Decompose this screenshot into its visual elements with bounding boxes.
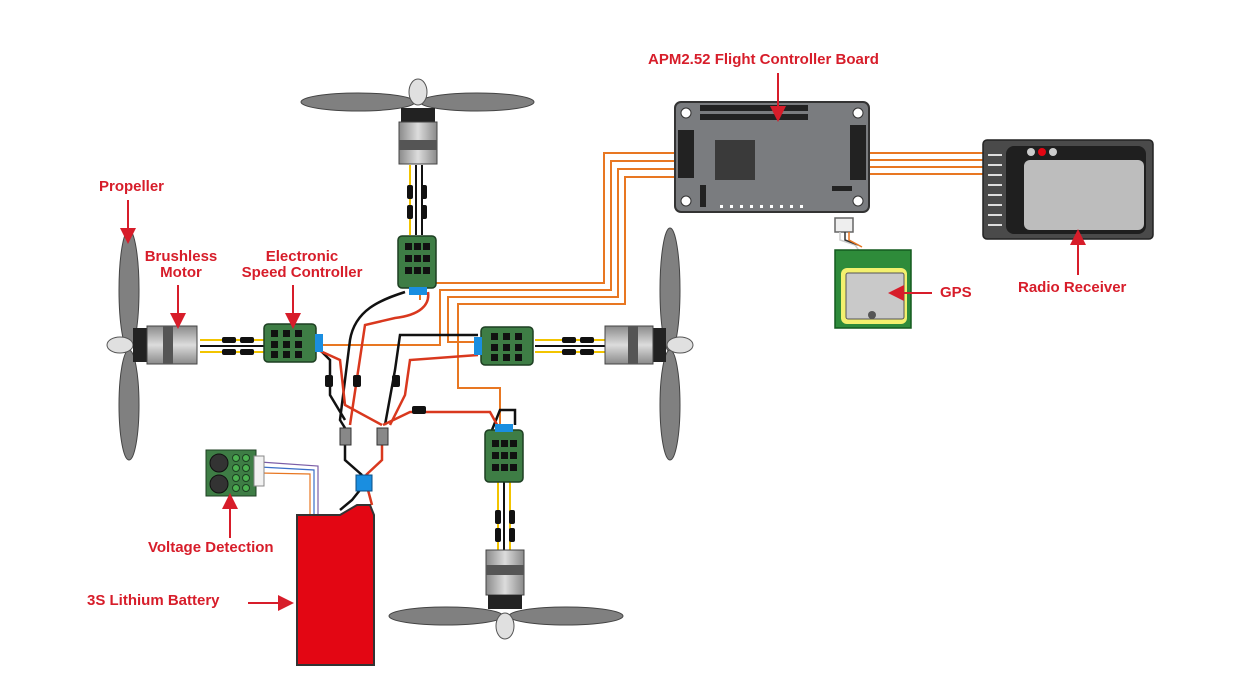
esc-label-line1: Electronic <box>265 248 339 265</box>
power-distribution-connectors <box>339 427 389 492</box>
flight-controller-label: APM2.52 Flight Controller Board <box>648 51 879 68</box>
bullet-connectors <box>222 185 594 542</box>
top-brushless-motor <box>398 108 438 165</box>
esc-right <box>474 326 534 366</box>
brushless-motor-label-line1: Brushless <box>144 248 218 265</box>
bottom-brushless-motor <box>485 549 525 609</box>
voltage-detection-label: Voltage Detection <box>148 539 274 556</box>
propeller-label: Propeller <box>99 178 165 195</box>
left-brushless-motor <box>133 325 198 365</box>
left-propeller <box>106 229 140 461</box>
right-brushless-motor <box>604 325 666 365</box>
motor-phase-wires <box>200 165 605 550</box>
esc-bottom <box>484 424 524 483</box>
voltage-detection-module <box>205 449 319 515</box>
esc-label: Electronic Speed Controller <box>228 249 376 281</box>
power-wires <box>314 290 517 511</box>
gps-cable <box>834 217 863 253</box>
battery-label: 3S Lithium Battery <box>87 592 220 609</box>
right-propeller <box>659 227 694 461</box>
lithium-battery <box>296 504 375 666</box>
esc-label-line2: Speed Controller <box>241 264 363 281</box>
flight-controller-board <box>674 101 870 213</box>
gps-label: GPS <box>940 284 972 301</box>
gps-module <box>834 249 912 329</box>
brushless-motor-label-line2: Motor <box>160 264 202 281</box>
top-propeller <box>300 78 535 112</box>
radio-receiver <box>982 139 1154 240</box>
radio-receiver-label: Radio Receiver <box>1018 279 1127 296</box>
callout-arrows <box>120 73 1086 611</box>
bottom-propeller <box>388 606 624 640</box>
esc-top <box>397 235 437 295</box>
esc-left <box>263 323 323 363</box>
brushless-motor-label: Brushless Motor <box>138 249 224 281</box>
